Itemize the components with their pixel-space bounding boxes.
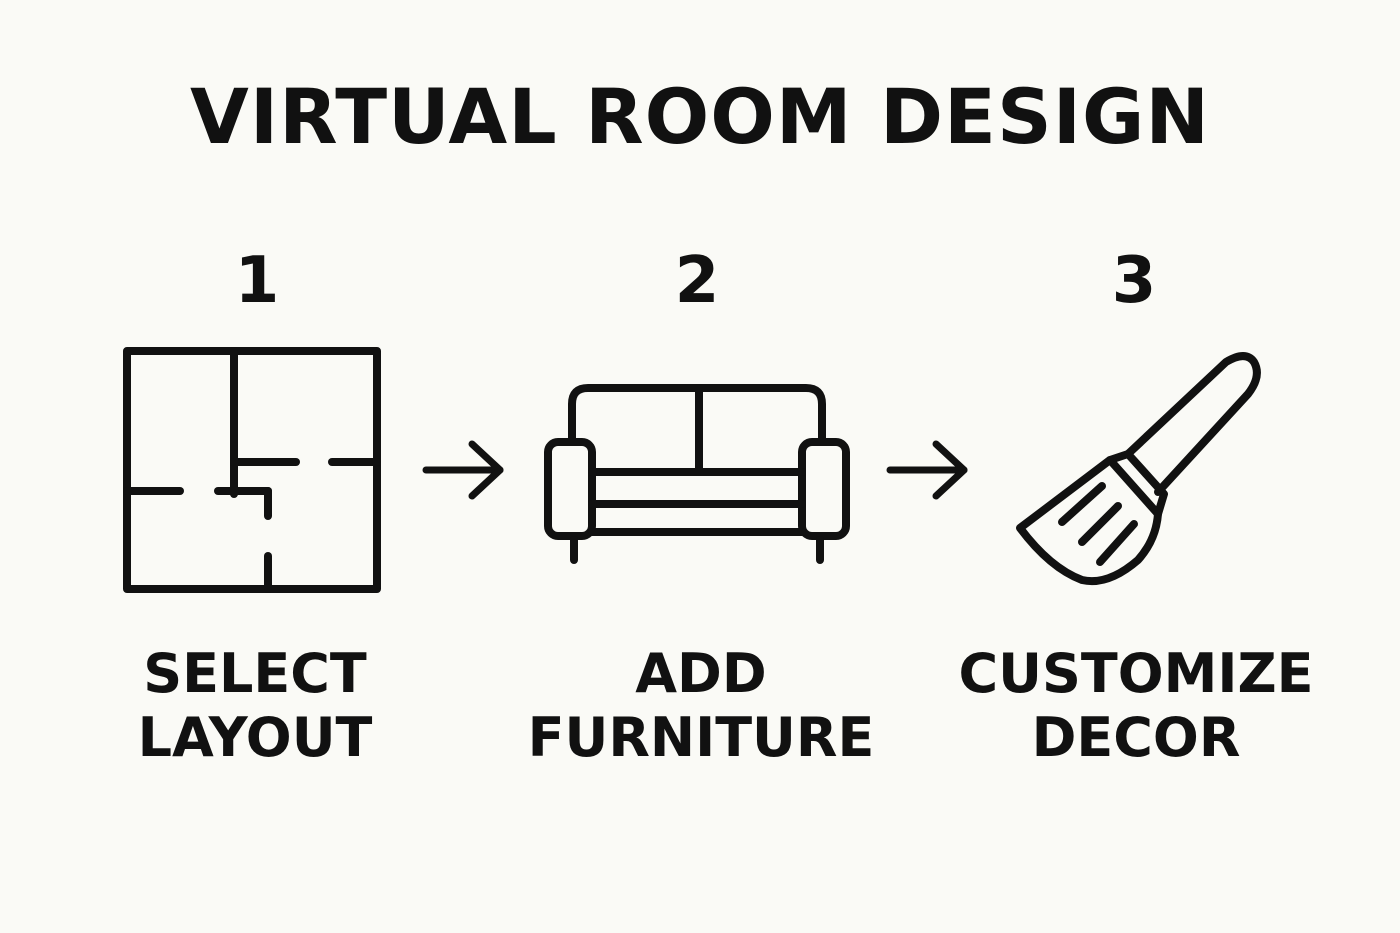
step-1-number: 1 <box>234 244 280 318</box>
step-2-number: 2 <box>674 244 720 318</box>
step-3-label-line-1: CUSTOMIZE <box>958 642 1314 705</box>
floor-plan-icon <box>122 346 384 596</box>
sofa-icon <box>540 380 855 570</box>
arrow-right-icon <box>420 440 510 504</box>
step-3-number: 3 <box>1111 244 1157 318</box>
step-3-label: CUSTOMIZE DECOR <box>926 642 1346 770</box>
step-2-label-line-1: ADD <box>635 642 767 705</box>
step-1-label-line-2: LAYOUT <box>137 706 373 769</box>
step-2-label: ADD FURNITURE <box>491 642 911 770</box>
paintbrush-icon <box>1010 346 1270 591</box>
step-1-label-line-1: SELECT <box>143 642 367 705</box>
page-title: VIRTUAL ROOM DESIGN <box>190 72 1210 161</box>
arrow-right-icon <box>884 440 974 504</box>
step-1-label: SELECT LAYOUT <box>45 642 465 770</box>
step-3-label-line-2: DECOR <box>1031 706 1241 769</box>
step-2-label-line-2: FURNITURE <box>527 706 875 769</box>
